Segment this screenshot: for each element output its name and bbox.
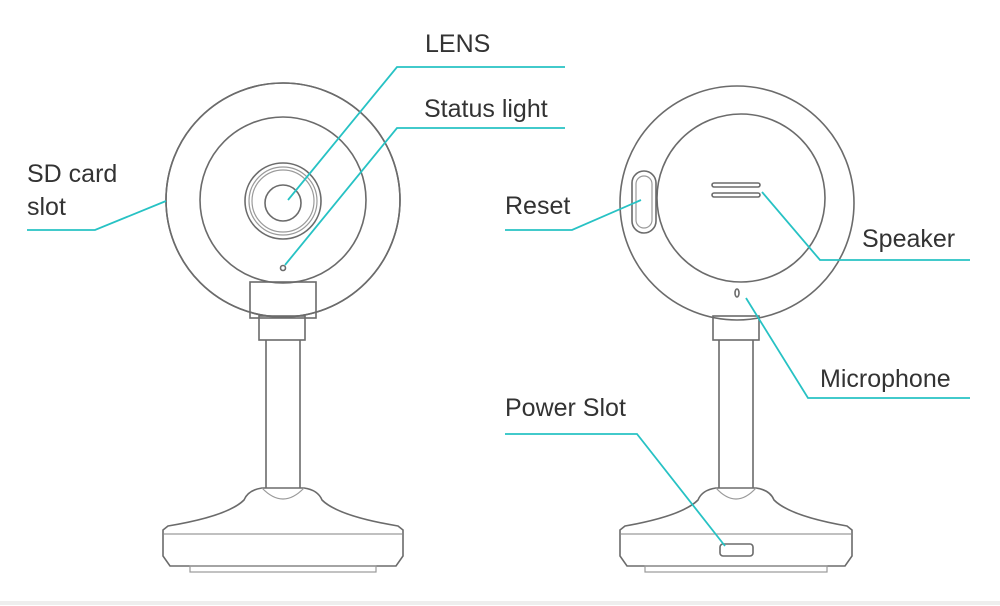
power-slot-icon: [719, 543, 754, 557]
front-mount: [249, 281, 317, 319]
lens-label: LENS: [425, 30, 491, 58]
front-base: [162, 487, 404, 567]
status-light-label: Status light: [424, 95, 548, 123]
lens-leader: [287, 66, 565, 201]
reset-label: Reset: [505, 192, 571, 220]
reset-leader: [505, 199, 642, 231]
status-light-icon: [279, 264, 287, 272]
front-face: [199, 116, 367, 284]
front-neck: [258, 315, 306, 341]
back-pole: [718, 340, 754, 488]
lens-ring: [244, 162, 322, 240]
power-slot-leader: [505, 433, 726, 547]
power-slot-label: Power Slot: [505, 394, 626, 422]
back-housing: [619, 85, 855, 321]
reset-button-icon: [631, 170, 657, 234]
microphone-label: Microphone: [820, 365, 951, 393]
microphone-icon: [734, 288, 740, 298]
back-face: [656, 113, 826, 283]
back-base: [619, 487, 853, 567]
back-camera: [619, 85, 855, 573]
sd-card-label-line2: slot: [27, 193, 66, 221]
leader-lines: [27, 66, 970, 547]
lens-icon: [264, 184, 302, 222]
speaker-icon: [711, 182, 761, 188]
front-pole: [265, 340, 301, 488]
sd-card-label-line1: SD card: [27, 160, 118, 188]
status-light-leader: [284, 127, 565, 266]
front-camera: [162, 82, 404, 573]
microphone-leader: [745, 297, 970, 399]
speaker-leader: [761, 191, 970, 261]
sd-card-leader: [27, 200, 167, 231]
speaker-label: Speaker: [862, 225, 956, 253]
